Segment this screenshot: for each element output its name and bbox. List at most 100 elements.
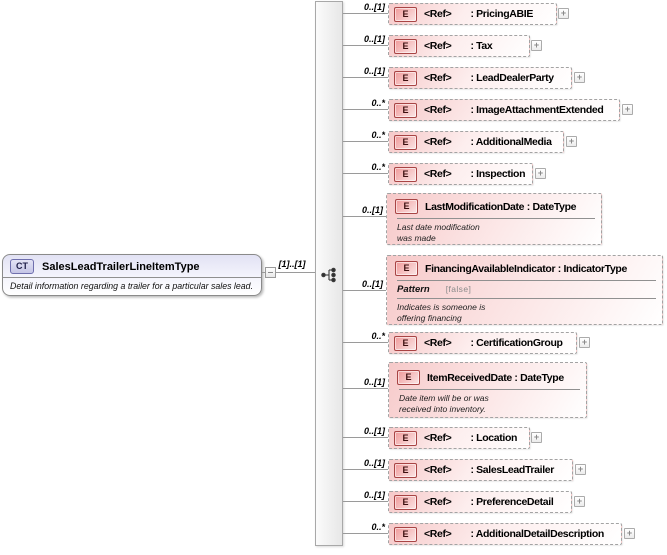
expand-icon[interactable]: + xyxy=(566,136,577,147)
expand-icon[interactable]: + xyxy=(574,72,585,83)
element-name: : Inspection xyxy=(470,168,526,180)
element-box-tax[interactable]: E <Ref> : Tax xyxy=(388,35,530,57)
cardinality-label: 0..[1] xyxy=(361,205,383,215)
expand-icon[interactable]: + xyxy=(531,40,542,51)
facet-name: Pattern xyxy=(397,284,430,295)
expand-icon[interactable]: + xyxy=(622,104,633,115)
complex-type-header: CT SalesLeadTrailerLineItemType xyxy=(3,255,261,277)
expand-icon[interactable]: + xyxy=(531,432,542,443)
element-name: : PreferenceDetail xyxy=(470,496,554,508)
element-name: : Location xyxy=(470,432,518,444)
divider xyxy=(397,218,595,219)
connector-line xyxy=(343,342,388,343)
divider xyxy=(3,277,261,278)
cardinality-label: 0..[1] xyxy=(363,377,385,387)
element-icon: E xyxy=(394,166,417,182)
element-icon: E xyxy=(394,462,417,478)
cardinality-label: 0..[1] xyxy=(363,490,385,500)
element-icon: E xyxy=(394,494,417,510)
element-name: : SalesLeadTrailer xyxy=(470,464,555,476)
element-name: : AdditionalDetailDescription xyxy=(470,528,604,540)
cardinality-label: 0..* xyxy=(371,522,385,532)
connector-line xyxy=(343,109,388,110)
element-box-certification-group[interactable]: E <Ref> : CertificationGroup xyxy=(388,332,577,354)
element-header: E ItemReceivedDate : DateType xyxy=(389,363,586,388)
element-header: E LastModificationDate : DateType xyxy=(387,194,601,217)
expand-icon[interactable]: + xyxy=(575,464,586,475)
element-icon: E xyxy=(394,134,417,150)
cardinality-label: 0..[1] xyxy=(363,426,385,436)
element-name: FinancingAvailableIndicator : IndicatorT… xyxy=(425,262,627,275)
element-name: : AdditionalMedia xyxy=(470,136,552,148)
pattern-facet-row: Pattern [false] xyxy=(387,281,662,297)
collapse-handle[interactable] xyxy=(265,267,276,278)
element-ref-text: <Ref> xyxy=(424,528,452,540)
connector-line xyxy=(343,437,388,438)
element-icon: E xyxy=(395,261,418,276)
cardinality-label: 0..[1] xyxy=(363,66,385,76)
element-name: : ImageAttachmentExtended xyxy=(470,104,604,116)
connector-line xyxy=(343,216,386,217)
element-ref-text: <Ref> xyxy=(424,72,452,84)
expand-icon[interactable]: + xyxy=(558,8,569,19)
element-name: : Tax xyxy=(470,40,493,52)
element-annotation: Date item will be or was received into i… xyxy=(399,393,489,415)
element-box-inspection[interactable]: E <Ref> : Inspection xyxy=(388,163,533,185)
element-icon: E xyxy=(395,199,418,214)
divider xyxy=(397,298,656,299)
connector-line xyxy=(262,272,315,273)
element-box-financing-available-indicator[interactable]: E FinancingAvailableIndicator : Indicato… xyxy=(386,255,663,325)
divider xyxy=(397,280,656,281)
element-icon: E xyxy=(397,370,420,385)
element-name: : CertificationGroup xyxy=(470,337,563,349)
element-icon: E xyxy=(394,38,417,54)
element-icon: E xyxy=(394,526,417,542)
element-icon: E xyxy=(394,70,417,86)
element-annotation: Indicates is someone is offering financi… xyxy=(397,302,486,324)
sequence-icon xyxy=(321,267,336,283)
element-header: E FinancingAvailableIndicator : Indicato… xyxy=(387,256,662,279)
element-box-last-modification-date[interactable]: E LastModificationDate : DateType Last d… xyxy=(386,193,602,245)
expand-icon[interactable]: + xyxy=(624,528,635,539)
element-box-location[interactable]: E <Ref> : Location xyxy=(388,427,530,449)
element-annotation: Last date modification was made xyxy=(397,222,480,244)
element-icon: E xyxy=(394,335,417,351)
element-box-pricing-abie[interactable]: E <Ref> : PricingABIE xyxy=(388,3,557,25)
expand-icon[interactable]: + xyxy=(579,337,590,348)
element-name: : PricingABIE xyxy=(470,8,533,20)
element-icon: E xyxy=(394,6,417,22)
element-name: LastModificationDate : DateType xyxy=(425,200,577,213)
divider xyxy=(399,389,580,390)
element-box-additional-detail-description[interactable]: E <Ref> : AdditionalDetailDescription xyxy=(388,523,622,545)
element-box-image-attachment-extended[interactable]: E <Ref> : ImageAttachmentExtended xyxy=(388,99,620,121)
element-ref-text: <Ref> xyxy=(424,104,452,116)
connector-line xyxy=(343,173,388,174)
complex-type-title: SalesLeadTrailerLineItemType xyxy=(42,260,200,273)
element-name: ItemReceivedDate : DateType xyxy=(427,371,564,384)
complex-type-box[interactable]: CT SalesLeadTrailerLineItemType Detail i… xyxy=(2,254,262,296)
expand-icon[interactable]: + xyxy=(535,168,546,179)
cardinality-label: 0..* xyxy=(371,162,385,172)
connector-line xyxy=(343,45,388,46)
connector-line xyxy=(343,13,388,14)
cardinality-label: 0..[1] xyxy=(363,2,385,12)
element-box-item-received-date[interactable]: E ItemReceivedDate : DateType Date item … xyxy=(388,362,587,418)
cardinality-label: 0..[1] xyxy=(363,34,385,44)
connector-line xyxy=(343,501,388,502)
connector-line xyxy=(343,290,386,291)
element-ref-text: <Ref> xyxy=(424,337,452,349)
element-box-preference-detail[interactable]: E <Ref> : PreferenceDetail xyxy=(388,491,572,513)
element-ref-text: <Ref> xyxy=(424,168,452,180)
element-name: : LeadDealerParty xyxy=(470,72,554,84)
element-box-additional-media[interactable]: E <Ref> : AdditionalMedia xyxy=(388,131,564,153)
element-box-lead-dealer-party[interactable]: E <Ref> : LeadDealerParty xyxy=(388,67,572,89)
element-ref-text: <Ref> xyxy=(424,432,452,444)
element-ref-text: <Ref> xyxy=(424,464,452,476)
element-box-sales-lead-trailer[interactable]: E <Ref> : SalesLeadTrailer xyxy=(388,459,573,481)
expand-icon[interactable]: + xyxy=(574,496,585,507)
connector-line xyxy=(343,77,388,78)
connector-line xyxy=(343,141,388,142)
cardinality-label: 0..[1] xyxy=(363,458,385,468)
cardinality-label: 0..[1] xyxy=(361,279,383,289)
